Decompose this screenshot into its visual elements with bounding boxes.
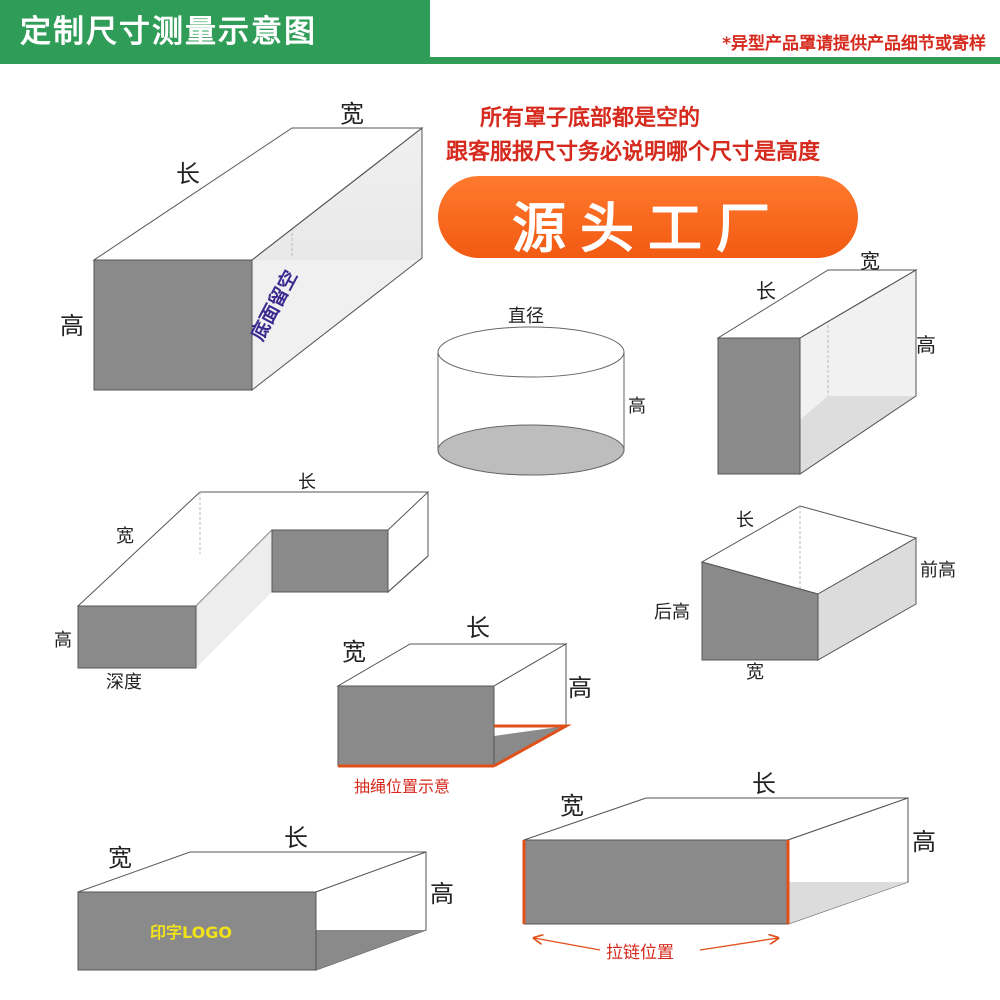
box1-front (93, 259, 253, 391)
drawstring-line (493, 724, 572, 768)
zipper-box-length-label: 长 (752, 770, 776, 798)
zipper-arrow-left (534, 938, 601, 951)
box1-diagram: 宽 长 高 底面留空 (60, 100, 424, 392)
factory-badge: 源头工厂 (438, 176, 858, 260)
note-height-warning: 跟客服报尺寸务必说明哪个尺寸是高度 (446, 140, 821, 165)
box2-diagram: 宽 长 高 (716, 249, 936, 475)
zipper-box-width-label: 宽 (560, 792, 584, 820)
lshape-back-face (271, 529, 389, 593)
box2-front (717, 337, 801, 475)
logo-print-label: 印字LOGO (150, 923, 232, 942)
measurement-diagrams: 宽 长 高 底面留空 直径 高 宽 长 高 长 宽 高 深度 (54, 100, 956, 971)
lshape-diagram: 长 宽 高 深度 (54, 472, 429, 693)
lshape-depth-label: 深度 (106, 672, 142, 693)
cylinder-bottom (437, 424, 625, 476)
cylinder-top (437, 326, 625, 378)
box2-height-label: 高 (916, 333, 936, 357)
logo-box-length-label: 长 (284, 824, 308, 852)
box2-width-label: 宽 (860, 249, 880, 273)
slant-length-label: 长 (736, 510, 754, 531)
zipper-box-diagram: 宽 长 高 拉链位置 (522, 770, 936, 963)
drawstring-diagram: 宽 长 高 抽绳位置示意 (336, 614, 592, 796)
header-underline (0, 57, 1000, 64)
zipper-box-front (523, 839, 789, 925)
lshape-width-label: 宽 (116, 526, 134, 547)
lshape-length-label: 长 (298, 472, 316, 493)
box1-inner-side (252, 128, 422, 390)
box1-width-label: 宽 (340, 100, 364, 128)
lshape-front-face (77, 605, 197, 669)
header-bar: 定制尺寸测量示意图 *异型产品罩请提供产品细节或寄样 (0, 0, 1000, 64)
factory-badge-label: 源头工厂 (512, 197, 784, 260)
drawstring-length-label: 长 (466, 614, 490, 642)
custom-shape-notice: *异型产品罩请提供产品细节或寄样 (722, 34, 986, 54)
slant-diagram: 长 前高 后高 宽 (654, 505, 956, 683)
logo-box-diagram: 宽 长 高 印字LOGO (77, 824, 454, 971)
lshape-inner-floor (196, 530, 272, 668)
box1-height-label: 高 (60, 312, 84, 340)
drawstring-width-label: 宽 (342, 638, 366, 666)
drawstring-height-label: 高 (568, 674, 592, 702)
zipper-box-height-label: 高 (912, 828, 936, 856)
box2-length-label: 长 (756, 279, 776, 303)
slant-back-height-label: 后高 (654, 602, 690, 623)
logo-box-inner-shade (316, 930, 426, 970)
cylinder-height-label: 高 (628, 396, 646, 417)
drawstring-caption: 抽绳位置示意 (354, 777, 450, 796)
cylinder-diagram: 直径 高 (437, 306, 646, 476)
box1-length-label: 长 (176, 160, 200, 188)
zipper-box-inner-shade (788, 882, 908, 924)
note-bottom-empty: 所有罩子底部都是空的 (480, 106, 701, 131)
logo-box-width-label: 宽 (108, 844, 132, 872)
logo-box-height-label: 高 (430, 880, 454, 908)
zipper-caption: 拉链位置 (606, 943, 674, 963)
slant-front (701, 561, 819, 661)
page-title: 定制尺寸测量示意图 (20, 14, 317, 50)
slant-width-label: 宽 (746, 662, 764, 683)
lshape-height-label: 高 (54, 630, 72, 651)
cylinder-diameter-label: 直径 (508, 306, 544, 327)
slant-front-height-label: 前高 (920, 560, 956, 581)
title-block: 定制尺寸测量示意图 (0, 0, 428, 57)
logo-box-front (77, 891, 317, 971)
drawstring-front (337, 685, 495, 767)
zipper-arrow-right (699, 938, 778, 951)
